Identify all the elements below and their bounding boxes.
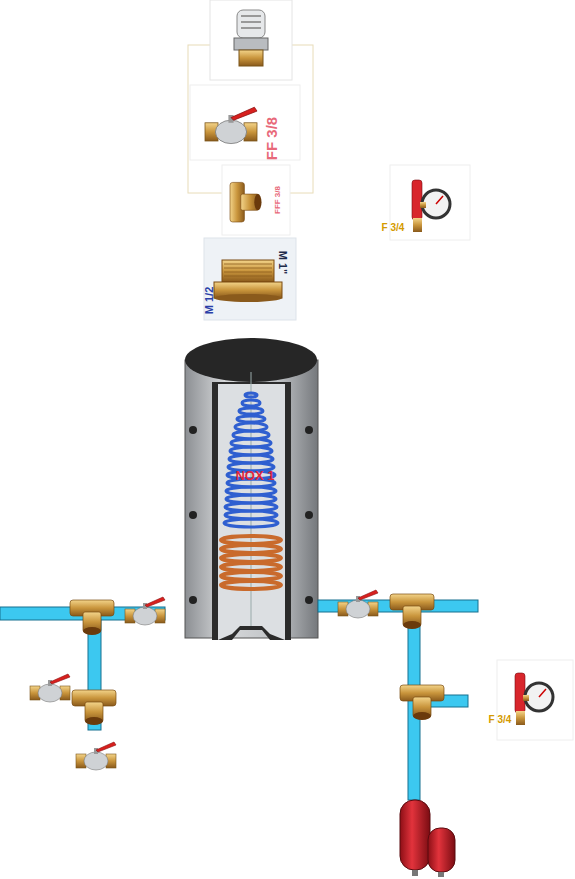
safety-valve-gauge (412, 180, 450, 232)
ball-valve (30, 674, 70, 702)
photo-frame (497, 660, 573, 740)
photo-frame (222, 165, 290, 235)
ball-valve (205, 107, 257, 143)
tank-model-label: NOX 1 (235, 469, 274, 482)
expansion-vessels (400, 800, 455, 877)
ball-valve (125, 597, 165, 625)
storage-tank (185, 338, 318, 640)
photo-frame (204, 238, 296, 320)
brass-tee (390, 594, 434, 629)
fitting-size-label: F 3/4 (489, 715, 512, 725)
fitting-size-label: M 1/2 (204, 286, 215, 314)
brass-tee (230, 182, 262, 222)
brass-tee (72, 690, 116, 725)
photo-frame (210, 0, 292, 80)
pipes (0, 600, 478, 800)
brass-tee (400, 685, 444, 720)
ball-valve (76, 742, 116, 770)
fitting-size-label: FF 3/8 (264, 116, 279, 159)
fitting-size-label: F 3/4 (382, 223, 405, 233)
reducer-nipple (214, 260, 282, 302)
ball-valve (338, 590, 378, 618)
photo-frame (190, 85, 300, 160)
safety-valve-gauge (515, 673, 553, 725)
air-vent (234, 10, 268, 66)
brass-tee (70, 600, 114, 635)
fitting-size-label: FFF 3/8 (274, 186, 282, 214)
fitting-size-label: M 1" (278, 250, 289, 274)
